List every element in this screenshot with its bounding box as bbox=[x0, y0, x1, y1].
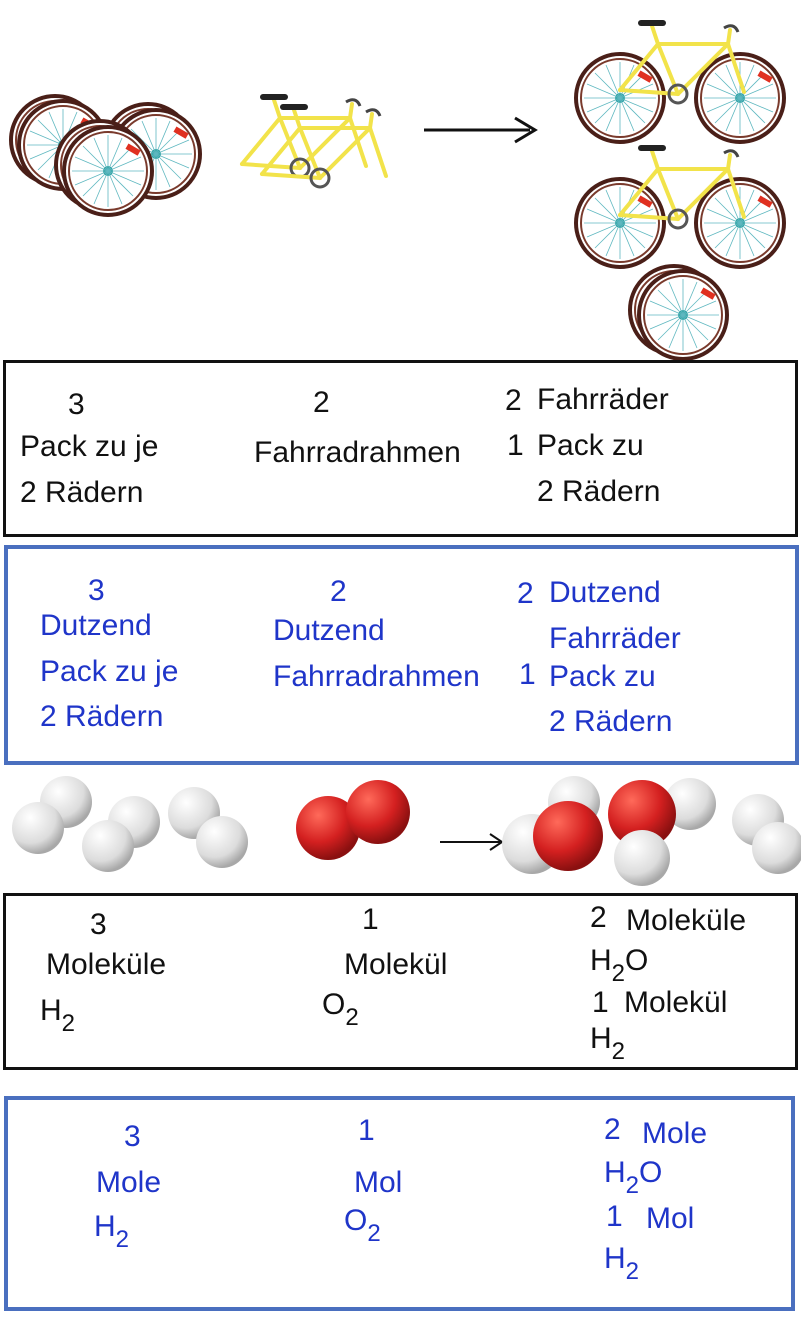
water-molecule-count: 2 bbox=[590, 901, 607, 934]
bicycle-count: 2 bbox=[505, 384, 522, 417]
dozen-wheel-label-2: Pack zu je bbox=[40, 655, 179, 688]
dozen-count-box bbox=[4, 545, 799, 765]
dozen-leftover-label: Pack zu bbox=[549, 660, 656, 693]
leftover-h2-mole-count: 1 bbox=[606, 1200, 623, 1233]
h2-mole-count: 3 bbox=[124, 1120, 141, 1153]
bicycle-icon bbox=[576, 20, 784, 267]
leftover-pack-label-2: 2 Rädern bbox=[537, 475, 661, 508]
water-mole-formula: H2O bbox=[604, 1156, 663, 1199]
frame-label: Fahrradrahmen bbox=[254, 436, 461, 469]
o2-mole-label: Mol bbox=[354, 1166, 403, 1199]
bicycle-wheel-icon bbox=[9, 94, 202, 217]
dozen-wheel-count: 3 bbox=[88, 574, 105, 607]
dozen-bicycle-count: 2 bbox=[517, 577, 534, 610]
frame-count: 2 bbox=[313, 386, 330, 419]
h2-molecule-label: Moleküle bbox=[46, 948, 167, 981]
leftover-h2-label: Molekül bbox=[624, 986, 728, 1019]
o2-molecule-label: Molekül bbox=[344, 948, 448, 981]
water-molecule-icon bbox=[608, 778, 716, 886]
dozen-wheel-label-3: 2 Rädern bbox=[40, 700, 164, 733]
leftover-h2-formula: H2 bbox=[590, 1022, 626, 1065]
wheel-pack-label-2: 2 Rädern bbox=[20, 476, 144, 509]
dozen-wheel-label: Dutzend bbox=[40, 609, 152, 642]
o2-mole-formula: O2 bbox=[344, 1204, 381, 1247]
dozen-bicycle-label: Dutzend bbox=[549, 576, 661, 609]
wheel-pack-count: 3 bbox=[68, 388, 85, 421]
wheel-pack-label: Pack zu je bbox=[20, 430, 159, 463]
leftover-h2-mole-label: Mol bbox=[646, 1202, 695, 1235]
arrow-right-icon bbox=[440, 833, 504, 851]
hydrogen-molecule-icon bbox=[82, 796, 160, 872]
dozen-frame-label: Dutzend bbox=[273, 614, 385, 647]
hydrogen-molecule-icon bbox=[12, 776, 92, 854]
bicycle-label: Fahrräder bbox=[537, 383, 669, 416]
o2-molecule-count: 1 bbox=[362, 903, 379, 936]
water-mole-count: 2 bbox=[604, 1113, 621, 1146]
leftover-pack-label: Pack zu bbox=[537, 429, 644, 462]
bicycle-wheel-icon bbox=[628, 264, 729, 361]
molecule-count-box bbox=[3, 893, 798, 1070]
water-mole-label: Mole bbox=[642, 1117, 708, 1150]
o2-formula: O2 bbox=[322, 988, 359, 1031]
h2-mole-label: Mole bbox=[96, 1166, 162, 1199]
hydrogen-molecule-icon bbox=[168, 787, 248, 868]
water-molecule-icon bbox=[502, 776, 603, 874]
bicycle-frame-icon bbox=[240, 92, 388, 189]
water-molecule-label: Moleküle bbox=[626, 904, 747, 937]
leftover-h2-mole-formula: H2 bbox=[604, 1242, 640, 1285]
dozen-frame-label-2: Fahrradrahmen bbox=[273, 660, 480, 693]
bicycle-count-box bbox=[3, 360, 798, 537]
mole-count-box bbox=[4, 1096, 795, 1311]
water-formula: H2O bbox=[590, 944, 649, 987]
dozen-leftover-count: 1 bbox=[519, 658, 536, 691]
oxygen-molecule-icon bbox=[296, 780, 410, 860]
dozen-bicycle-label-2: Fahrräder bbox=[549, 622, 681, 655]
hydrogen-molecule-icon bbox=[732, 794, 801, 874]
o2-mole-count: 1 bbox=[358, 1114, 375, 1147]
dozen-frame-count: 2 bbox=[330, 575, 347, 608]
h2-formula: H2 bbox=[40, 994, 76, 1037]
h2-mole-formula: H2 bbox=[94, 1210, 130, 1253]
h2-molecule-count: 3 bbox=[90, 908, 107, 941]
leftover-pack-count: 1 bbox=[507, 429, 524, 462]
bicycle-illustration bbox=[9, 0, 801, 361]
leftover-h2-count: 1 bbox=[592, 986, 609, 1019]
molecule-illustration bbox=[12, 776, 801, 886]
arrow-right-icon bbox=[424, 116, 538, 144]
dozen-leftover-label-2: 2 Rädern bbox=[549, 705, 673, 738]
